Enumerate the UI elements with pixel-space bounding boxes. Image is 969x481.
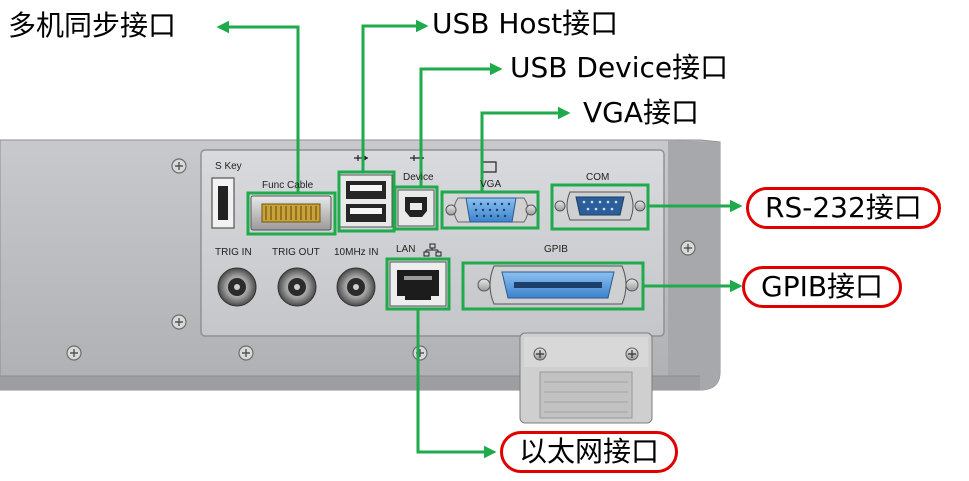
screw-icon xyxy=(66,158,696,361)
callout-ethernet: 以太网接口 xyxy=(500,431,679,473)
device-label: Device xyxy=(403,172,434,183)
callout-sync-interface: 多机同步接口 xyxy=(8,9,177,42)
ref-in-label: 10MHz IN xyxy=(334,247,379,258)
callout-usb-device: USB Device接口 xyxy=(510,51,729,84)
s-key-label: S Key xyxy=(215,161,242,172)
lan-label: LAN xyxy=(396,244,416,255)
vga-label: VGA xyxy=(480,179,502,190)
callout-gpib: GPIB接口 xyxy=(742,266,903,308)
com-label: COM xyxy=(586,172,610,183)
trig-in-label: TRIG IN xyxy=(215,247,252,258)
usb-icon xyxy=(354,155,369,161)
network-icon xyxy=(423,243,442,257)
trig-out-label: TRIG OUT xyxy=(272,247,320,258)
bnc-connector-icon xyxy=(217,267,376,307)
callout-usb-host: USB Host接口 xyxy=(432,7,619,40)
callout-rs232: RS-232接口 xyxy=(746,187,941,229)
func-cable-label: Func Cable xyxy=(262,180,314,191)
gpib-label: GPIB xyxy=(544,244,568,255)
callout-arrow xyxy=(216,19,743,459)
callout-vga: VGA接口 xyxy=(583,96,700,129)
